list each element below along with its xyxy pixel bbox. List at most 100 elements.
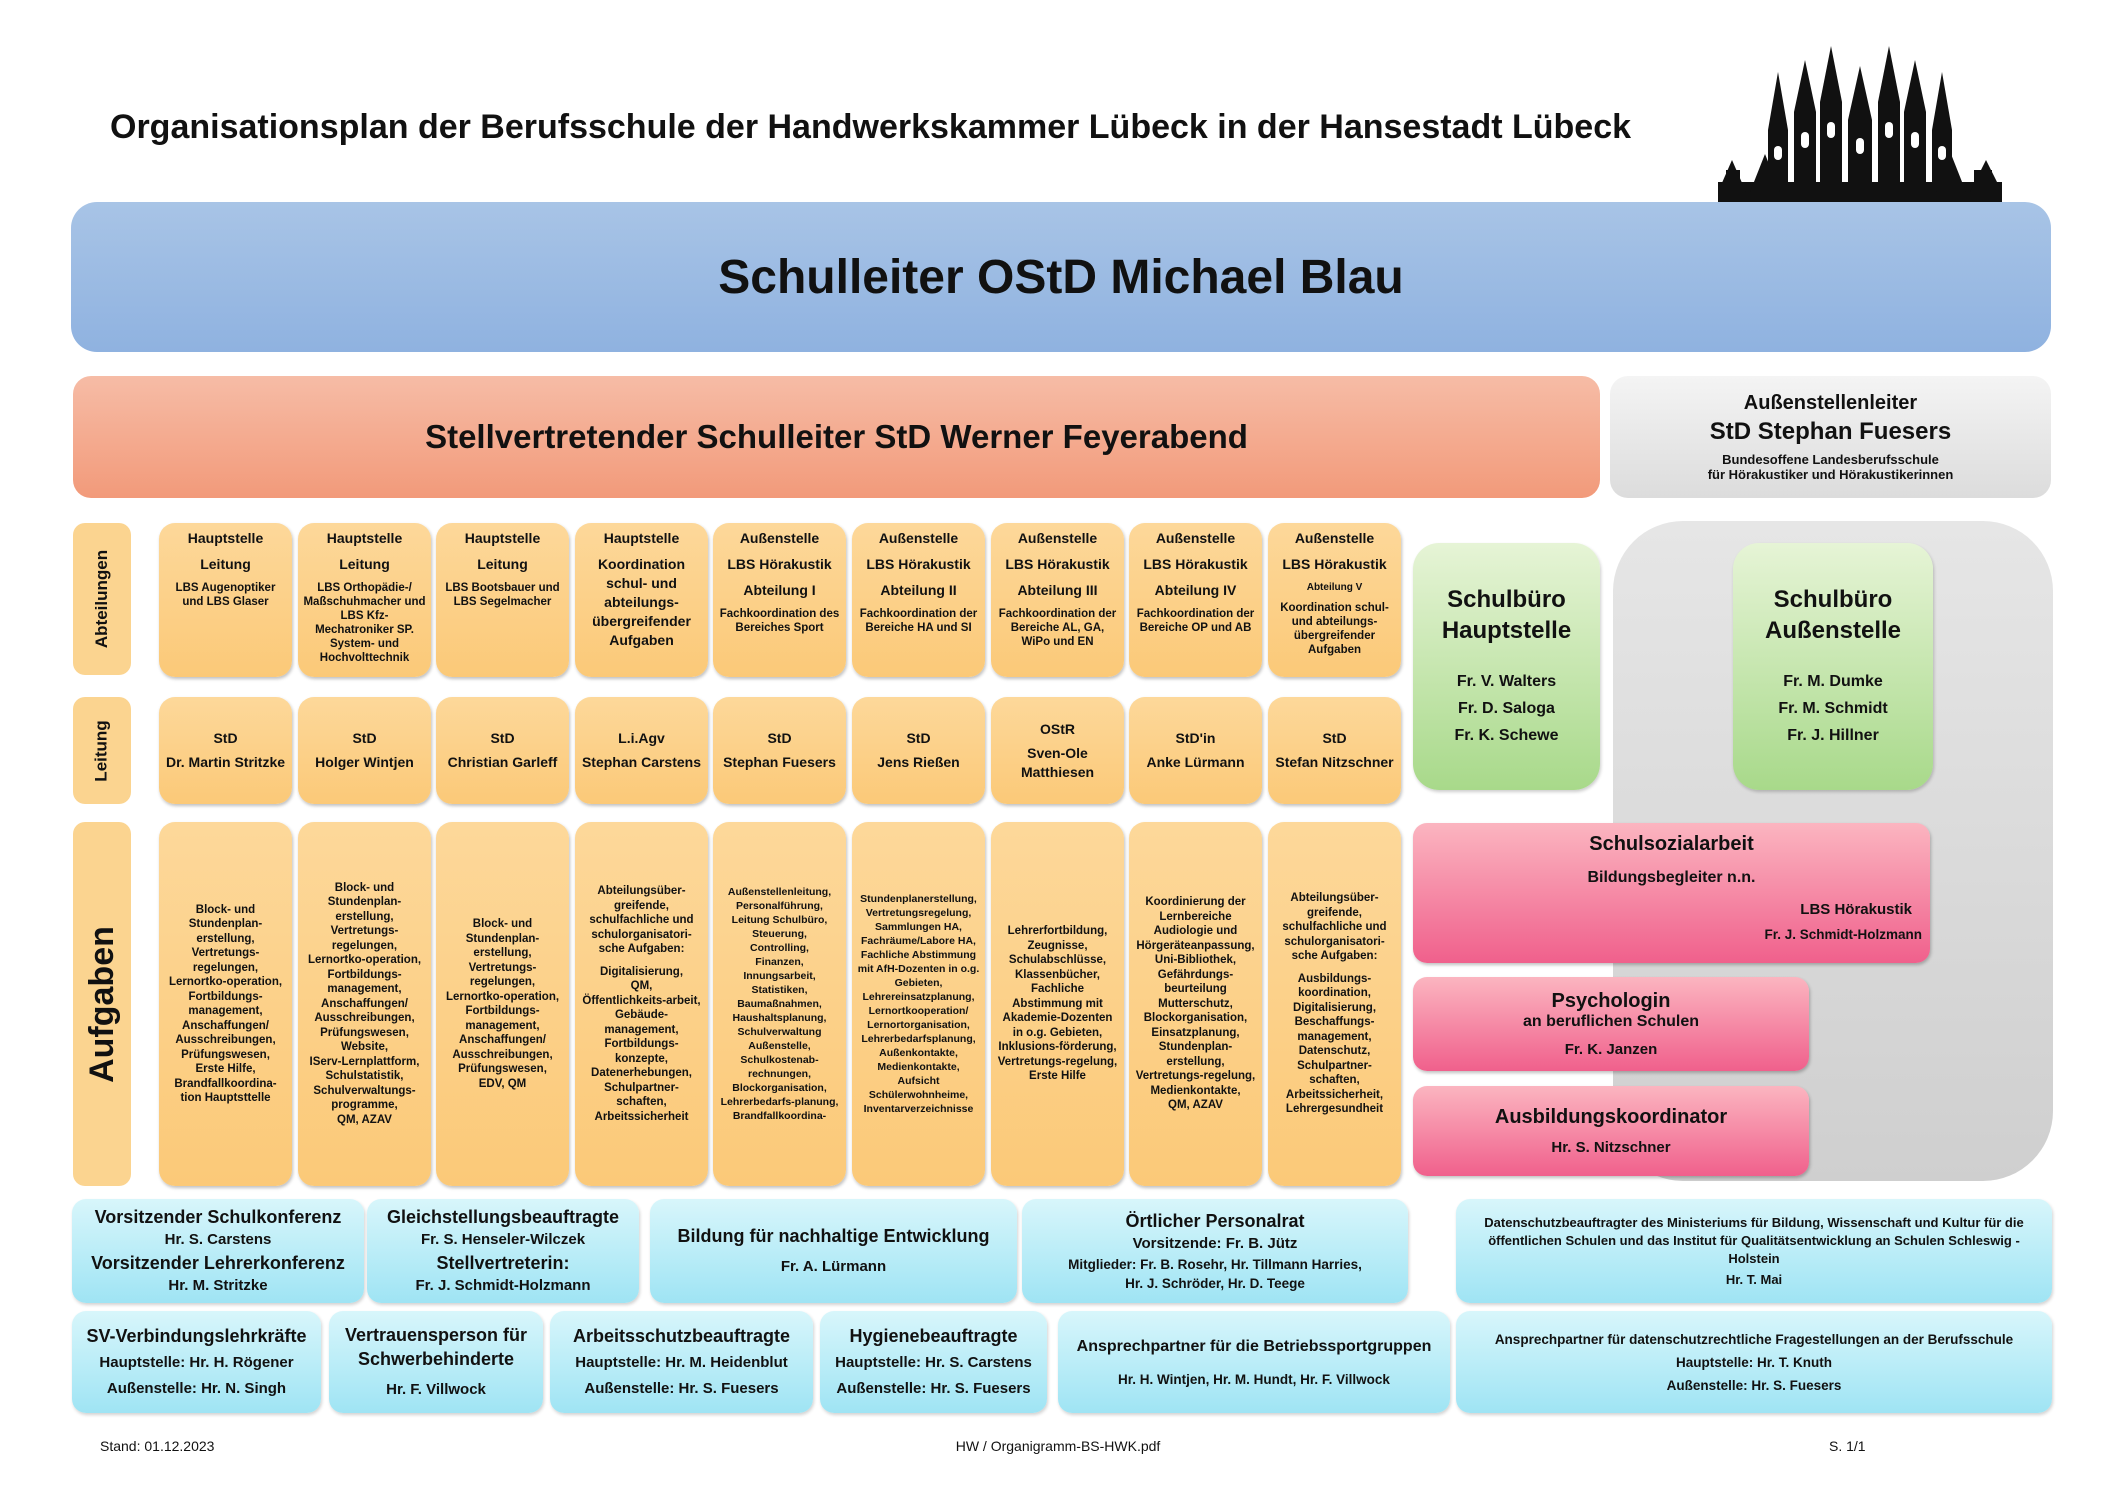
dept-aufgaben-line: Fortbildungs-management, xyxy=(327,968,402,996)
company-sports-title: Ansprechpartner für die Betriebssportgru… xyxy=(1076,1337,1432,1355)
office-branch-staff: Fr. M. Schmidt xyxy=(1778,700,1888,717)
dept-aufgaben-line: Lernortko-operation, xyxy=(168,976,283,988)
row-label-text: Aufgaben xyxy=(82,925,121,1083)
dept-aufgaben-line: Abteilungsüber-greifende, schulfachliche… xyxy=(1282,892,1387,963)
dept-aufgaben-line: Baumaßnahmen, xyxy=(737,998,822,1010)
dept-aufgaben-line: Schulabschlüsse, xyxy=(1008,954,1107,967)
dept-aufgaben-line: Fachliche Abstimmung mit AfH-Dozenten in… xyxy=(857,949,980,989)
dept-aufgaben-line: Lehrerbedarfs-planung, xyxy=(720,1096,839,1108)
disabled-name: Hr. F. Villwock xyxy=(386,1381,486,1398)
dept-aufgaben-line: Statistiken, xyxy=(751,984,808,996)
dept-aufgaben-line: Aufsicht Schülerwohnheime, xyxy=(868,1075,969,1101)
dept-abteilung-line: Leitung xyxy=(339,556,390,572)
dept-aufgaben-line: Fortbildungs-management, xyxy=(465,1005,540,1032)
dept-aufgaben-line: Innungsarbeit, xyxy=(743,970,816,982)
school-head-box: Schulleiter OStD Michael Blau xyxy=(71,202,2051,352)
safety-branch: Außenstelle: Hr. S. Fuesers xyxy=(584,1380,779,1397)
footer-date: Stand: 01.12.2023 xyxy=(100,1438,215,1454)
conference-chairs-box: Vorsitzender Schulkonferenz Hr. S. Carst… xyxy=(72,1199,364,1303)
dept-aufgaben-line: Öffentlichkeits-arbeit, xyxy=(582,994,701,1007)
psychologist-box: Psychologin an beruflichen Schulen Fr. K… xyxy=(1413,977,1809,1071)
dept-aufgaben-line: Block- und Stundenplan-erstellung, xyxy=(465,918,540,959)
dept-aufgaben-line: Fachräume/Labore HA, xyxy=(861,935,976,947)
page-title: Organisationsplan der Berufsschule der H… xyxy=(110,108,1632,146)
dept-aufgaben-line: Digitalisierung, xyxy=(599,965,684,978)
dept-leitung-line: L.i.Agv xyxy=(618,730,665,746)
dept-abteilung-line: Abteilung IV xyxy=(1154,582,1237,598)
dept-5-aufgaben-cell: Außenstellenleitung,Personalführung,Leit… xyxy=(713,822,846,1186)
dept-aufgaben-line: Schulpartner-schaften, xyxy=(1297,1059,1372,1087)
equality-officer-box: Gleichstellungsbeauftragte Fr. S. Hensel… xyxy=(367,1199,639,1303)
social-work-name: Fr. J. Schmidt-Holzmann xyxy=(1764,927,1922,942)
dept-6-aufgaben-cell: Stundenplanerstellung,Vertretungsregelun… xyxy=(852,822,985,1186)
dept-abteilung-line: LBS Orthopädie-/ Maßschuhmacher und LBS … xyxy=(303,582,426,664)
dept-aufgaben-line: Datenschutz, xyxy=(1298,1045,1371,1058)
dept-leitung-line: StD'in xyxy=(1175,730,1216,746)
dept-aufgaben-line: Schulverwaltung Außenstelle, xyxy=(737,1026,822,1052)
dept-leitung-line: Stefan Nitzschner xyxy=(1275,754,1394,770)
dept-abteilung-line: Fachkoordination der Bereiche HA und SI xyxy=(859,608,978,634)
data-protection-ministry-box: Datenschutzbeauftragter des Ministeriums… xyxy=(1456,1199,2052,1303)
dept-aufgaben-line: Schulkostenab-rechnungen, xyxy=(740,1054,819,1080)
hygiene-officer-box: Hygienebeauftragte Hauptstelle: Hr. S. C… xyxy=(820,1311,1047,1413)
office-main-box: Schulbüro Hauptstelle Fr. V. Walters Fr.… xyxy=(1413,543,1600,790)
dept-aufgaben-line: Controlling, xyxy=(750,942,809,954)
dept-aufgaben-line: Klassenbücher, xyxy=(1014,968,1100,981)
dept-abteilung-line: Abteilung II xyxy=(880,582,957,598)
dept-aufgaben-line: QM, xyxy=(630,980,653,992)
social-work-branch: LBS Hörakustik xyxy=(1800,901,1912,918)
dept-aufgaben-line: QM, AZAV xyxy=(337,1113,392,1126)
dept-aufgaben-line: Medienkontakte, xyxy=(877,1061,960,1073)
dept-abteilung-line: Außenstelle xyxy=(739,530,820,546)
data-protection-school-box: Ansprechpartner für datenschutzrechtlich… xyxy=(1456,1311,2052,1413)
dept-abteilung-line: Außenstelle xyxy=(1017,530,1098,546)
dept-aufgaben-line: Blockorganisation, xyxy=(732,1082,827,1094)
branch-head-role: Außenstellenleiter xyxy=(1743,392,1918,414)
dept-leitung-line: Sven-Ole Matthiesen xyxy=(1020,744,1095,780)
dept-aufgaben-line: Erste Hilfe xyxy=(1029,1070,1086,1083)
dept-aufgaben-line: Block- und Stundenplan-erstellung, xyxy=(188,903,263,945)
dept-abteilung-line: Fachkoordination der Bereiche AL, GA, Wi… xyxy=(998,608,1117,648)
dept-leitung-line: Anke Lürmann xyxy=(1146,754,1245,770)
dept-aufgaben-line: Lernortkooperation/ Lernortorganisation, xyxy=(867,1005,970,1031)
dept-abteilung-line: Abteilung V xyxy=(1306,582,1363,593)
office-branch-staff: Fr. M. Dumke xyxy=(1783,673,1883,690)
dept-aufgaben-line: Anschaffungen/ Ausschreibungen, xyxy=(175,1019,276,1047)
dept-aufgaben-line: Vertretungs-regelungen, xyxy=(468,961,537,989)
staff-council-members: Mitglieder: Fr. B. Rosehr, Hr. Tillmann … xyxy=(1068,1257,1362,1272)
dept-leitung-line: StD xyxy=(767,730,792,746)
dept-aufgaben-line: Koordinierung der Lernbereiche Audiologi… xyxy=(1136,896,1255,952)
sv-title: SV-Verbindungslehrkräfte xyxy=(86,1326,307,1346)
dept-abteilung-line: Koordination schul- und abteilungs-überg… xyxy=(592,556,691,648)
dept-aufgaben-line: Prüfungswesen, xyxy=(320,1026,409,1039)
dept-aufgaben-line: Datenerhebungen, xyxy=(591,1067,692,1079)
dept-leitung-line: Stephan Carstens xyxy=(581,754,702,770)
dept-aufgaben-line: Gefährdungs-beurteilung Mutterschutz, xyxy=(1157,968,1234,1010)
dept-aufgaben-line: Lehrergesundheit xyxy=(1285,1103,1384,1116)
conference-name: Hr. S. Carstens xyxy=(164,1231,272,1248)
dept-abteilung-line: Hauptstelle xyxy=(187,530,264,546)
sustainability-name: Fr. A. Lürmann xyxy=(780,1258,887,1275)
dept-aufgaben-line: Finanzen, xyxy=(755,956,804,968)
dept-abteilung-line: Fachkoordination des Bereiches Sport xyxy=(719,608,840,634)
training-coordinator-name: Hr. S. Nitzschner xyxy=(1551,1139,1671,1156)
row-label-text: Leitung xyxy=(92,719,112,782)
dept-aufgaben-line: Sammlungen HA, xyxy=(875,921,962,933)
dept-aufgaben-line: Steuerung, xyxy=(752,928,807,940)
office-branch-box: Schulbüro Außenstelle Fr. M. Dumke Fr. M… xyxy=(1733,543,1933,790)
dept-leitung-line: StD xyxy=(490,730,515,746)
dept-aufgaben-line: EDV, QM xyxy=(478,1077,527,1090)
hygiene-branch: Außenstelle: Hr. S. Fuesers xyxy=(836,1380,1031,1397)
dept-aufgaben-line: Zeugnisse, xyxy=(1027,939,1088,952)
dept-aufgaben-line: Abteilungsüber-greifende, schulfachliche… xyxy=(589,885,694,955)
